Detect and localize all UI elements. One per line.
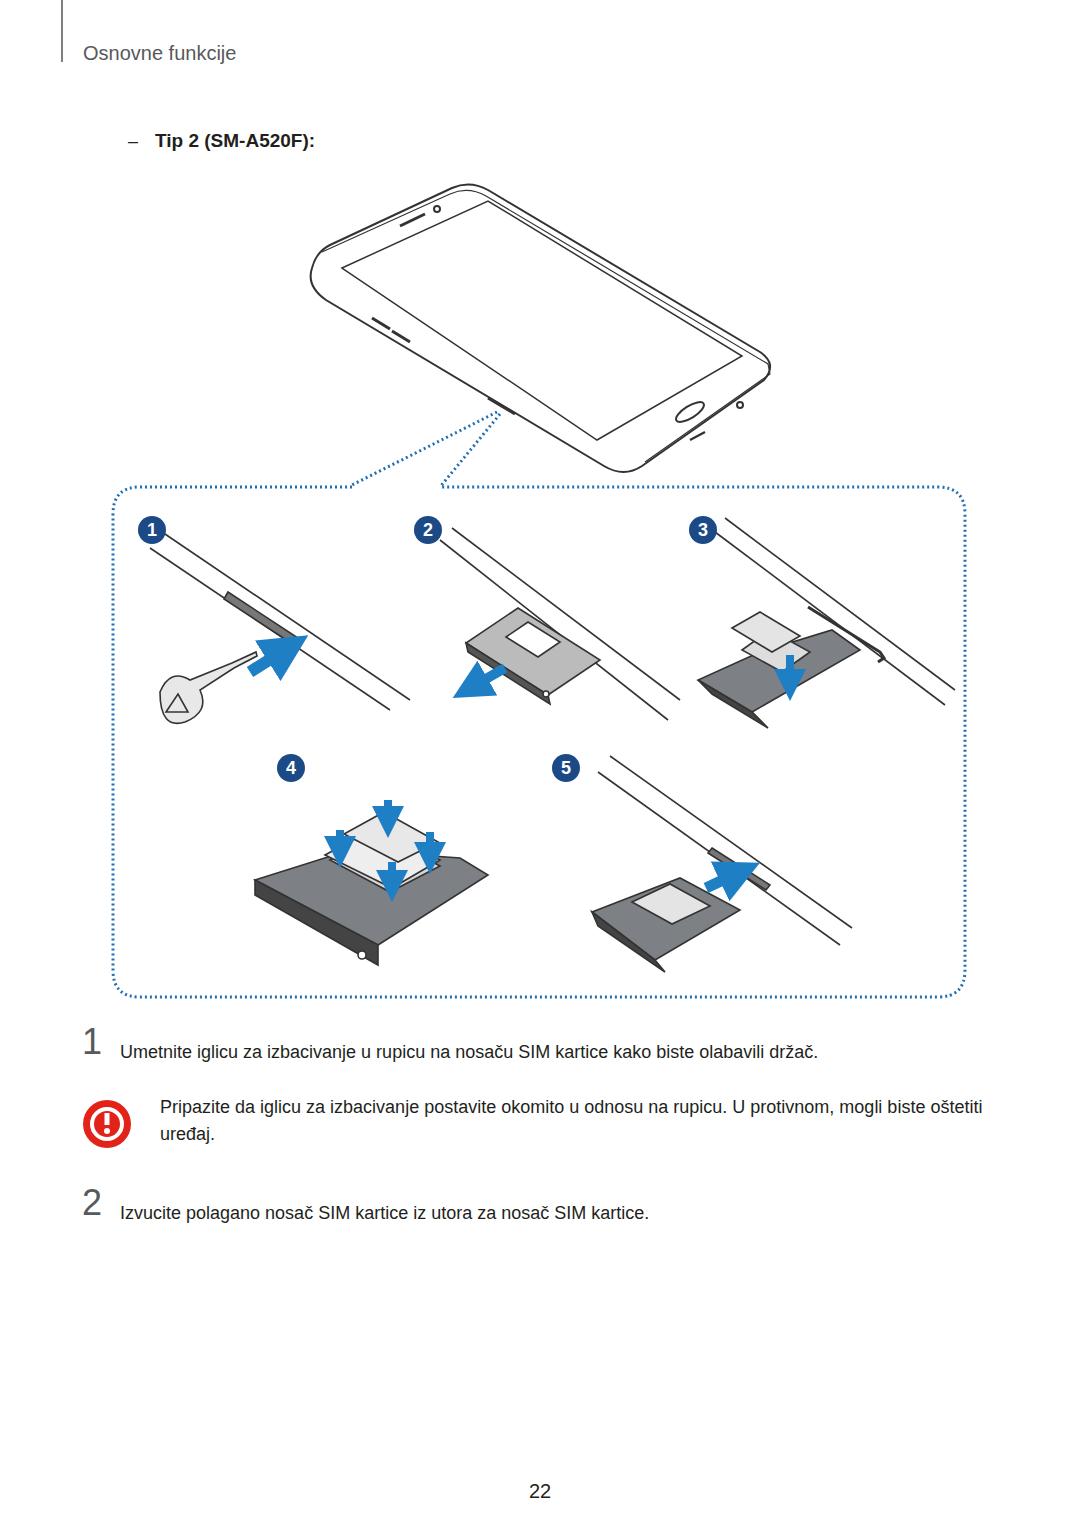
list-dash: – (128, 128, 138, 155)
callout-number: 4 (286, 758, 296, 779)
step-text: Izvucite polagano nosač SIM kartice iz u… (120, 1200, 1020, 1227)
panel-place-sim (255, 800, 488, 965)
panel-remove-tray (698, 518, 955, 728)
header-rule (61, 0, 63, 62)
callout-number: 3 (698, 520, 708, 541)
zoom-frame (113, 412, 965, 997)
step-text: Umetnite iglicu za izbacivanje u rupicu … (120, 1039, 1020, 1066)
panel-eject-pin (150, 532, 410, 723)
panel-insert-tray (592, 756, 852, 972)
callout-circle: 2 (414, 516, 442, 544)
page-number: 22 (529, 1476, 551, 1506)
sub-heading: Tip 2 (SM-A520F): (155, 127, 315, 156)
panel-pull-tray (440, 528, 680, 720)
caution-icon (83, 1100, 131, 1148)
callout-circle: 3 (689, 516, 717, 544)
phone (311, 184, 771, 472)
callout-circle: 1 (138, 516, 166, 544)
step-number: 1 (82, 1024, 102, 1060)
callout-number: 2 (423, 520, 433, 541)
callout-circle: 5 (552, 754, 580, 782)
step-number: 2 (82, 1185, 102, 1221)
callout-number: 1 (147, 520, 157, 541)
callout-circle: 4 (277, 754, 305, 782)
running-header: Osnovne funkcije (83, 38, 236, 68)
callout-number: 5 (561, 758, 571, 779)
caution-text: Pripazite da iglicu za izbacivanje posta… (160, 1094, 990, 1148)
